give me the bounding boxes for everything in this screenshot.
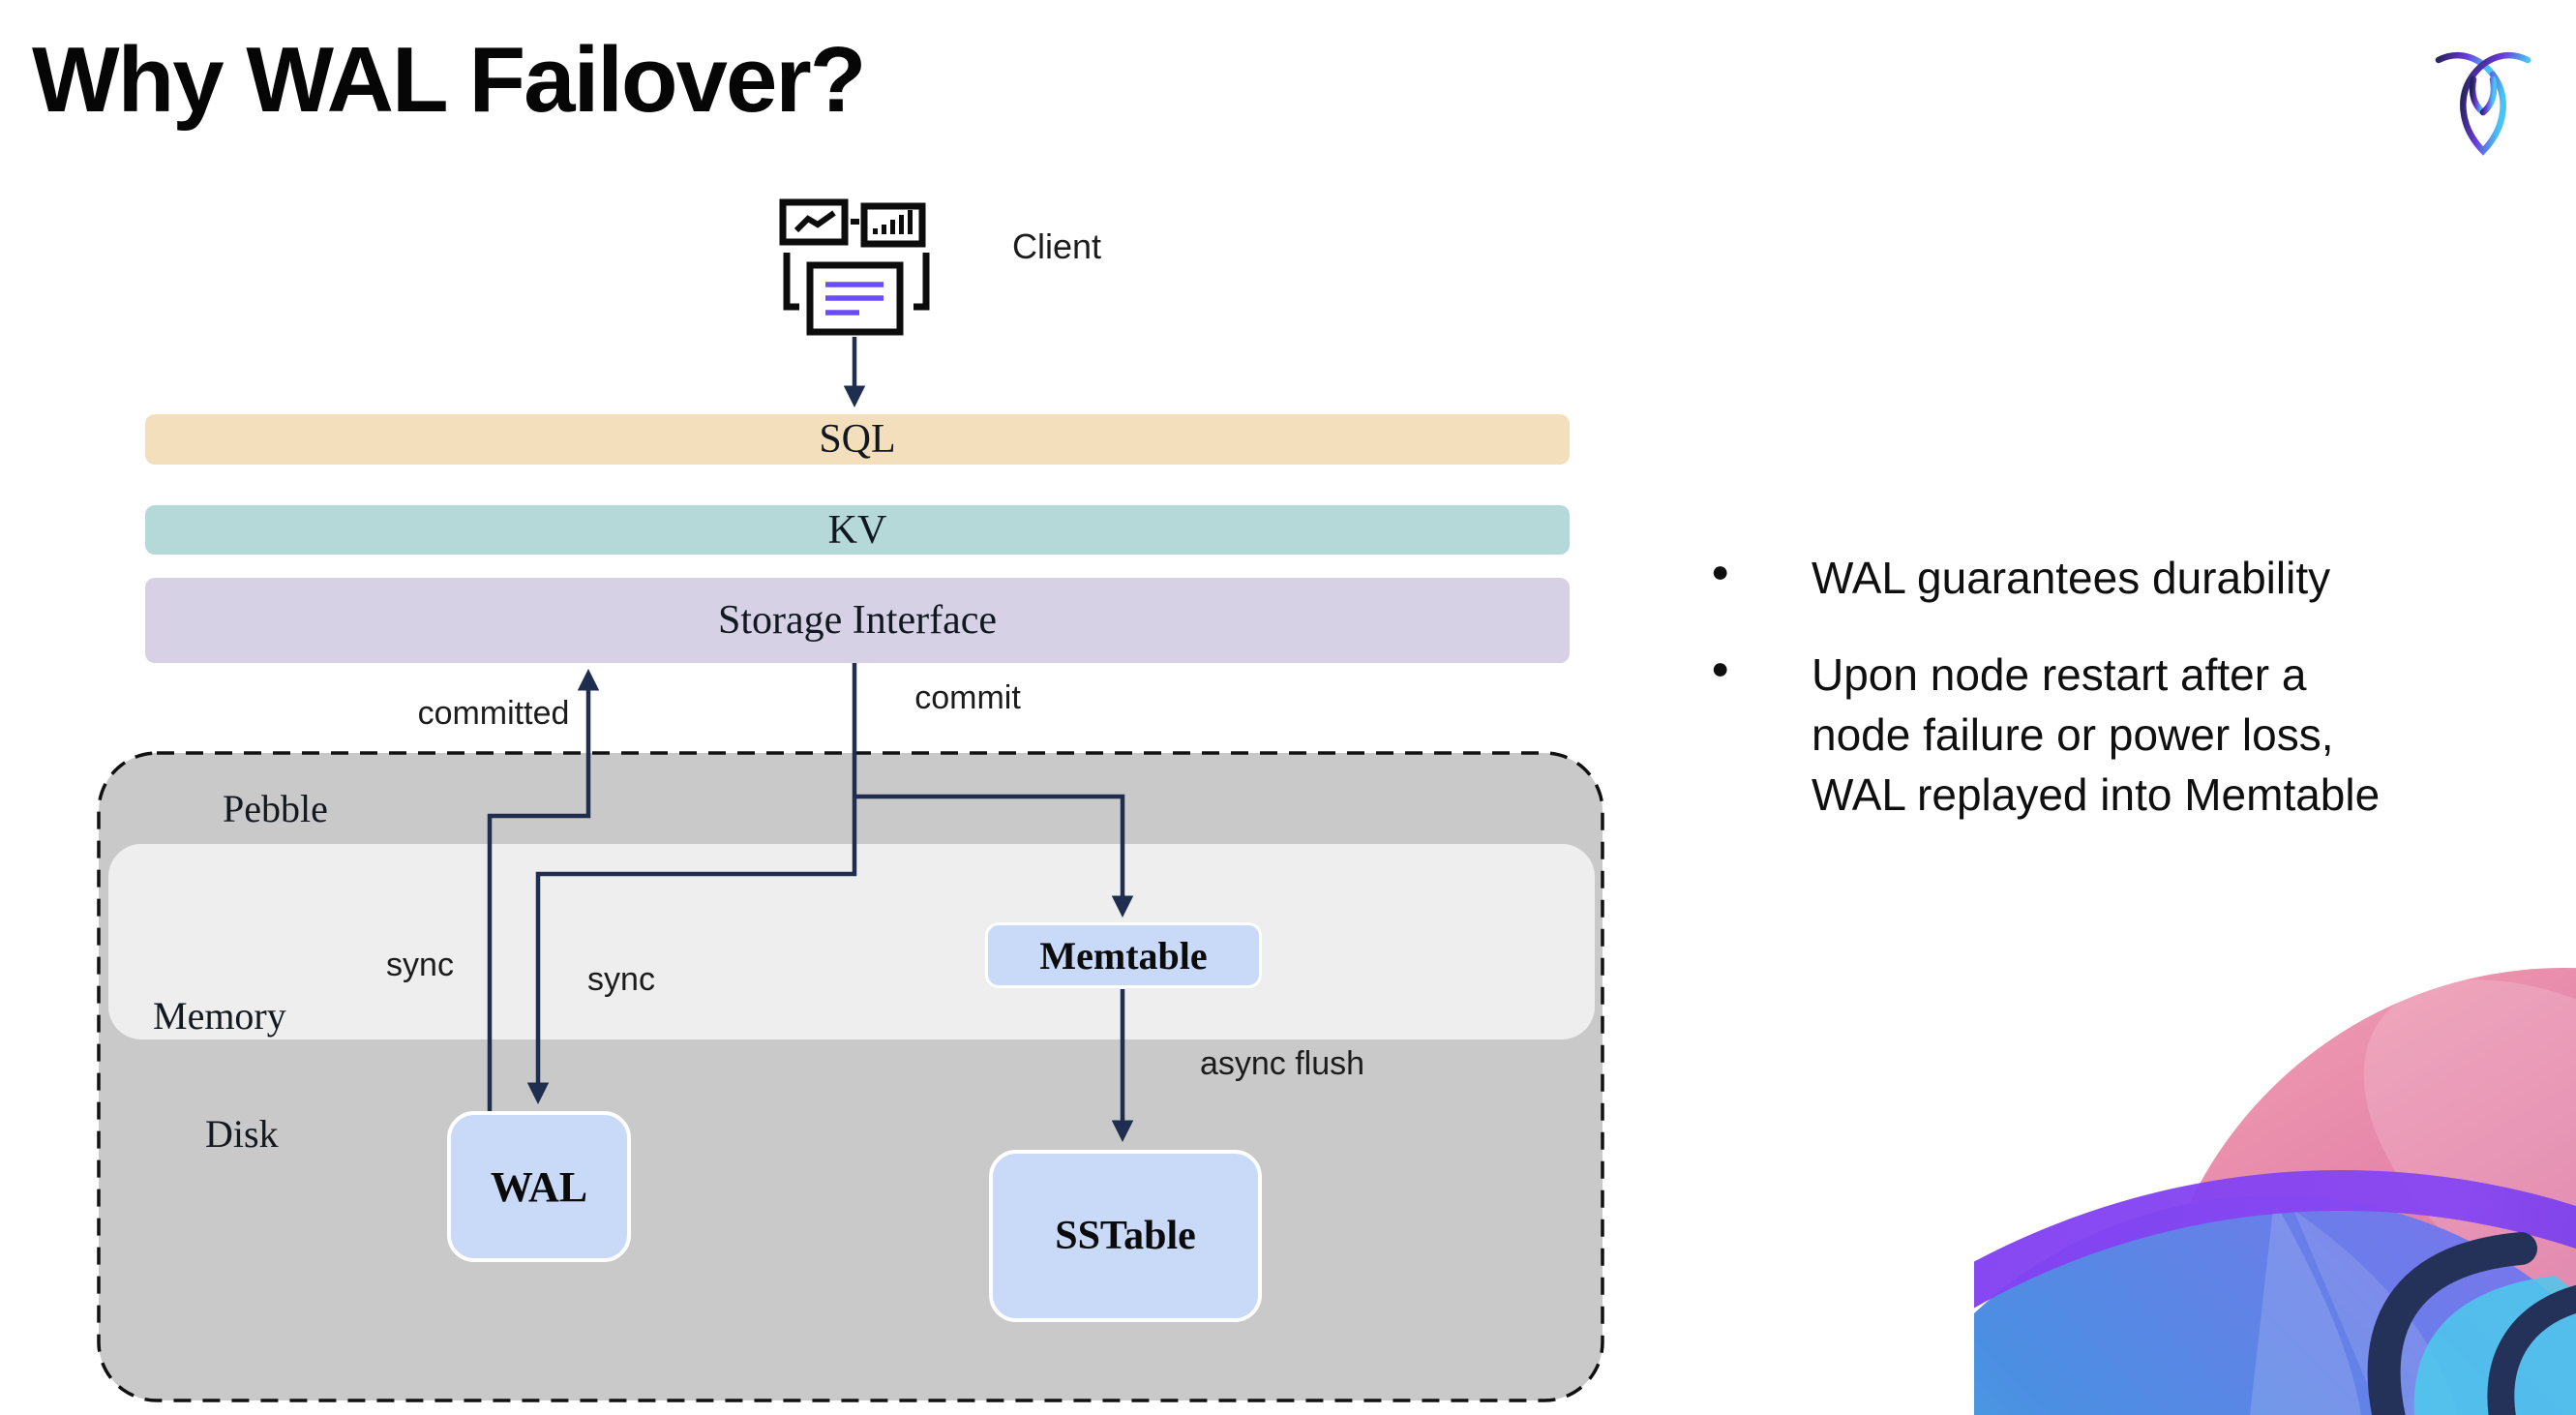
edge-label-committed: committed xyxy=(417,695,570,732)
sstable-label: SSTable xyxy=(1055,1214,1196,1258)
brand-graphic xyxy=(1974,968,2576,1415)
bullet-item: ● WAL guarantees durability xyxy=(1711,548,2330,608)
bullet-text: WAL guarantees durability xyxy=(1812,553,2331,603)
memtable-node: Memtable xyxy=(985,922,1262,988)
layer-kv-label: KV xyxy=(827,507,887,553)
layer-sql: SQL xyxy=(145,414,1570,465)
layer-storage-label: Storage Interface xyxy=(718,598,997,643)
disk-label: Disk xyxy=(205,1112,279,1156)
line-chart-icon xyxy=(779,198,849,246)
layer-kv: KV xyxy=(145,505,1570,555)
edge-commit-to-memtable xyxy=(854,794,1134,918)
wal-node: WAL xyxy=(447,1111,631,1262)
edge-label-sync-left: sync xyxy=(386,947,454,983)
sstable-node: SSTable xyxy=(989,1150,1262,1322)
bullet-dot-icon: ● xyxy=(1711,554,1730,588)
bracket-left xyxy=(783,253,799,311)
bullet-dot-icon: ● xyxy=(1711,650,1730,685)
edge-label-commit: commit xyxy=(914,679,1021,716)
edge-committed xyxy=(487,669,600,1111)
edge-label-async-flush: async flush xyxy=(1199,1045,1365,1082)
client-label: Client xyxy=(1012,226,1102,266)
bar-chart-icon xyxy=(860,202,926,248)
edge-commit-to-wal xyxy=(526,662,857,1104)
memtable-label: Memtable xyxy=(1039,933,1208,978)
memory-label: Memory xyxy=(153,994,286,1038)
wal-label: WAL xyxy=(490,1162,588,1211)
layer-storage-interface: Storage Interface xyxy=(145,578,1570,663)
memory-band xyxy=(108,844,1595,1039)
edge-label-sync-right: sync xyxy=(587,961,655,998)
slide-title: Why WAL Failover? xyxy=(32,28,866,132)
bullet-text: Upon node restart after a node failure o… xyxy=(1812,649,2381,820)
pebble-label: Pebble xyxy=(223,787,328,830)
bullet-item: ● Upon node restart after a node failure… xyxy=(1711,645,2380,825)
bracket-right xyxy=(914,253,930,311)
client-icon xyxy=(779,198,930,336)
cockroachdb-logo-icon xyxy=(2435,51,2531,156)
layer-sql-label: SQL xyxy=(819,417,896,462)
